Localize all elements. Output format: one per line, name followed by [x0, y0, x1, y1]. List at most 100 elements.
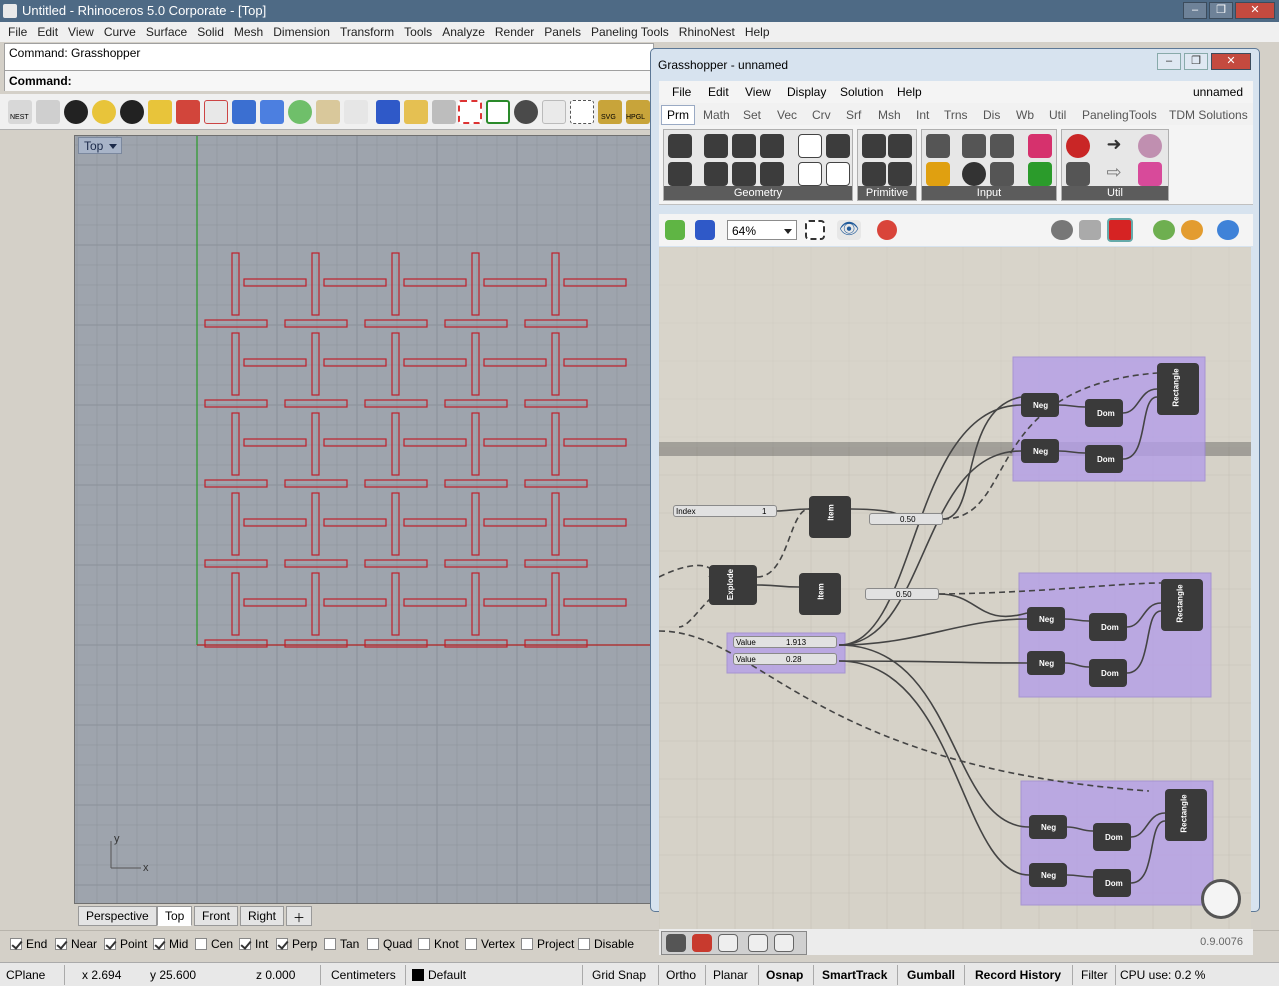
status-layer[interactable]: Default	[428, 968, 467, 982]
sphere-preview-icon[interactable]	[1217, 220, 1239, 240]
gh-tab-tdm-solutions[interactable]: TDM Solutions	[1169, 108, 1248, 122]
status-smarttrack[interactable]: SmartTrack	[822, 968, 888, 982]
menu-transform[interactable]: Transform	[339, 25, 395, 39]
gh-tab-srf[interactable]: Srf	[846, 108, 862, 122]
status-gumball[interactable]: Gumball	[907, 968, 956, 982]
material-icon[interactable]	[1181, 220, 1203, 240]
menu-view[interactable]: View	[68, 25, 94, 39]
plane-icon[interactable]	[704, 162, 728, 186]
rhino-title-bar[interactable]: Untitled - Rhinoceros 5.0 Corporate - [T…	[0, 0, 1279, 22]
menu-render[interactable]: Render	[494, 25, 535, 39]
shaded-preview-icon[interactable]	[1107, 218, 1133, 242]
rectangle-node-3[interactable]: Rectangle	[1165, 789, 1207, 841]
status-filter[interactable]: Filter	[1081, 968, 1108, 982]
domain-node-1a[interactable]: Dom	[1085, 399, 1123, 427]
curves-icon[interactable]	[316, 100, 340, 124]
osnap-end-checkbox[interactable]	[10, 938, 22, 950]
tree-icon[interactable]	[1066, 162, 1090, 186]
select-icon[interactable]	[344, 100, 368, 124]
osnap-project[interactable]: Project	[521, 937, 574, 951]
arrows-icon[interactable]	[204, 100, 228, 124]
osnap-near-checkbox[interactable]	[55, 938, 67, 950]
toggle-icon[interactable]	[962, 134, 986, 158]
eye-icon[interactable]: 👁	[837, 220, 861, 240]
domain-node-3a[interactable]: Dom	[1093, 823, 1131, 851]
menu-tools[interactable]: Tools	[404, 25, 433, 39]
menu-edit[interactable]: Edit	[37, 25, 59, 39]
line-icon[interactable]	[732, 162, 756, 186]
bold-b-icon[interactable]	[542, 100, 566, 124]
arrow-right-outline-icon[interactable]: ⇨	[1102, 162, 1126, 186]
negative-node-2b[interactable]: Neg	[1027, 651, 1065, 675]
osnap-mid[interactable]: Mid	[153, 937, 188, 951]
gradient-icon[interactable]	[1028, 134, 1052, 158]
viewport-title-tab[interactable]: Top	[78, 137, 122, 154]
sketch-icon[interactable]	[877, 220, 897, 240]
order-icon-2[interactable]	[92, 100, 116, 124]
osnap-knot[interactable]: Knot	[418, 937, 459, 951]
osnap-int-checkbox[interactable]	[239, 938, 251, 950]
save-file-icon[interactable]	[695, 220, 715, 240]
osnap-mid-checkbox[interactable]	[153, 938, 165, 950]
param-input-icon[interactable]	[926, 134, 950, 158]
number-slider-1[interactable]: 0.50	[869, 513, 943, 525]
status-cplane[interactable]: CPlane	[6, 968, 46, 982]
slider-bits-icon[interactable]	[774, 934, 794, 952]
value-slider-2[interactable]: Value 0.28	[733, 653, 837, 665]
boolean-icon[interactable]	[862, 134, 886, 158]
nest-object-icon[interactable]	[176, 100, 200, 124]
gh-tab-set[interactable]: Set	[743, 108, 762, 122]
gh-menu-display[interactable]: Display	[787, 85, 827, 99]
group-util-label[interactable]: Util	[1062, 186, 1168, 200]
gh-tab-crv[interactable]: Crv	[812, 108, 831, 122]
explode-node[interactable]: Explode	[709, 565, 757, 605]
mesh-icon[interactable]	[826, 134, 850, 158]
geometry-cache-icon[interactable]	[826, 162, 850, 186]
export-svg-icon[interactable]: SVG	[598, 100, 622, 124]
status-grid-snap[interactable]: Grid Snap	[592, 968, 647, 982]
menu-curve[interactable]: Curve	[103, 25, 136, 39]
gh-menu-view[interactable]: View	[745, 85, 771, 99]
status-planar[interactable]: Planar	[713, 968, 748, 982]
status-ortho[interactable]: Ortho	[666, 968, 697, 982]
add-tab-plus-icon[interactable]: ＋	[286, 906, 313, 926]
button-icon[interactable]	[962, 162, 986, 186]
rectangle-node-2[interactable]: Rectangle	[1161, 579, 1203, 631]
value-slider-1[interactable]: Value 1.913	[733, 636, 837, 648]
osnap-project-checkbox[interactable]	[521, 938, 533, 950]
menu-file[interactable]: File	[8, 25, 28, 39]
list-icon[interactable]	[36, 100, 60, 124]
menu-help[interactable]: Help	[744, 25, 770, 39]
expression-icon[interactable]	[990, 134, 1014, 158]
order-one-two-icon[interactable]	[64, 100, 88, 124]
wrench-icon[interactable]	[432, 100, 456, 124]
nest-sheet-icon[interactable]	[148, 100, 172, 124]
gh-menu-file[interactable]: File	[672, 85, 692, 99]
gh-maximize-button[interactable]: ❐	[1184, 53, 1208, 70]
negative-node-1b[interactable]: Neg	[1021, 439, 1059, 463]
nest-icon[interactable]: NEST	[8, 100, 32, 124]
group-input-label[interactable]: Input	[922, 186, 1056, 200]
domain-node-3b[interactable]: Dom	[1093, 869, 1131, 897]
gh-menu-solution[interactable]: Solution	[840, 85, 884, 99]
gh-tab-msh[interactable]: Msh	[878, 108, 901, 122]
box-icon[interactable]	[260, 100, 284, 124]
minimize-button[interactable]: –	[1183, 2, 1207, 19]
top-viewport[interactable]: y x	[74, 135, 652, 904]
arrow-right-icon[interactable]: ➜	[1102, 134, 1126, 158]
maximize-button[interactable]: ❐	[1209, 2, 1233, 19]
gh-menu-edit[interactable]: Edit	[708, 85, 729, 99]
osnap-quad[interactable]: Quad	[367, 937, 412, 951]
gh-menu-help[interactable]: Help	[897, 85, 922, 99]
status-units[interactable]: Centimeters	[331, 968, 396, 982]
osnap-tan-checkbox[interactable]	[324, 938, 336, 950]
brep-icon[interactable]	[798, 134, 822, 158]
osnap-cen[interactable]: Cen	[195, 937, 233, 951]
graph-mapper-icon[interactable]	[926, 162, 950, 186]
number-icon[interactable]	[862, 162, 886, 186]
close-button[interactable]: ✕	[1235, 2, 1275, 19]
param-icon[interactable]	[666, 934, 686, 952]
osnap-vertex-checkbox[interactable]	[465, 938, 477, 950]
menu-analyze[interactable]: Analyze	[442, 25, 485, 39]
tab-top[interactable]: Top	[157, 906, 193, 926]
